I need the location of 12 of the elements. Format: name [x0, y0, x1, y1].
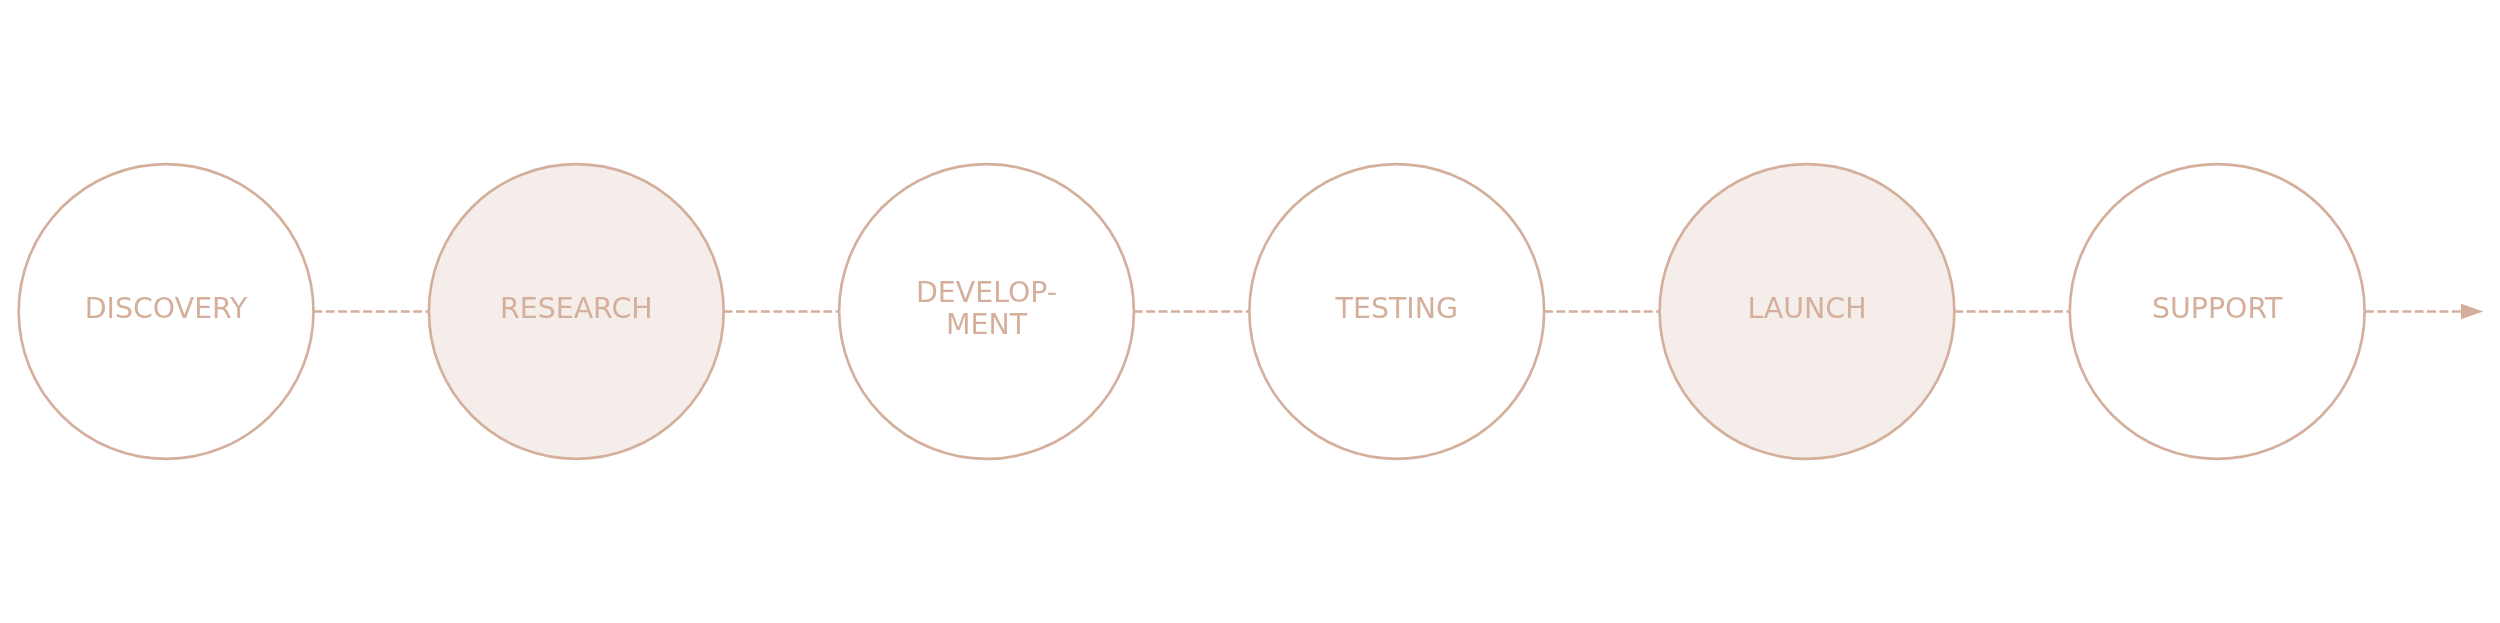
node-circle: DEVELOP- MENT	[837, 162, 1136, 461]
arrow	[2364, 303, 2484, 320]
node-circle: DISCOVERY	[17, 162, 315, 461]
connector	[1134, 310, 1249, 313]
node-circle: SUPPORT	[2068, 162, 2366, 461]
connector	[1544, 310, 1660, 313]
node-circle: LAUNCH	[1658, 162, 1956, 461]
connector	[313, 310, 429, 313]
connector	[1954, 310, 2070, 313]
connector	[723, 310, 839, 313]
node-circle: TESTING	[1248, 162, 1546, 461]
node-circle: RESEARCH	[427, 162, 726, 461]
